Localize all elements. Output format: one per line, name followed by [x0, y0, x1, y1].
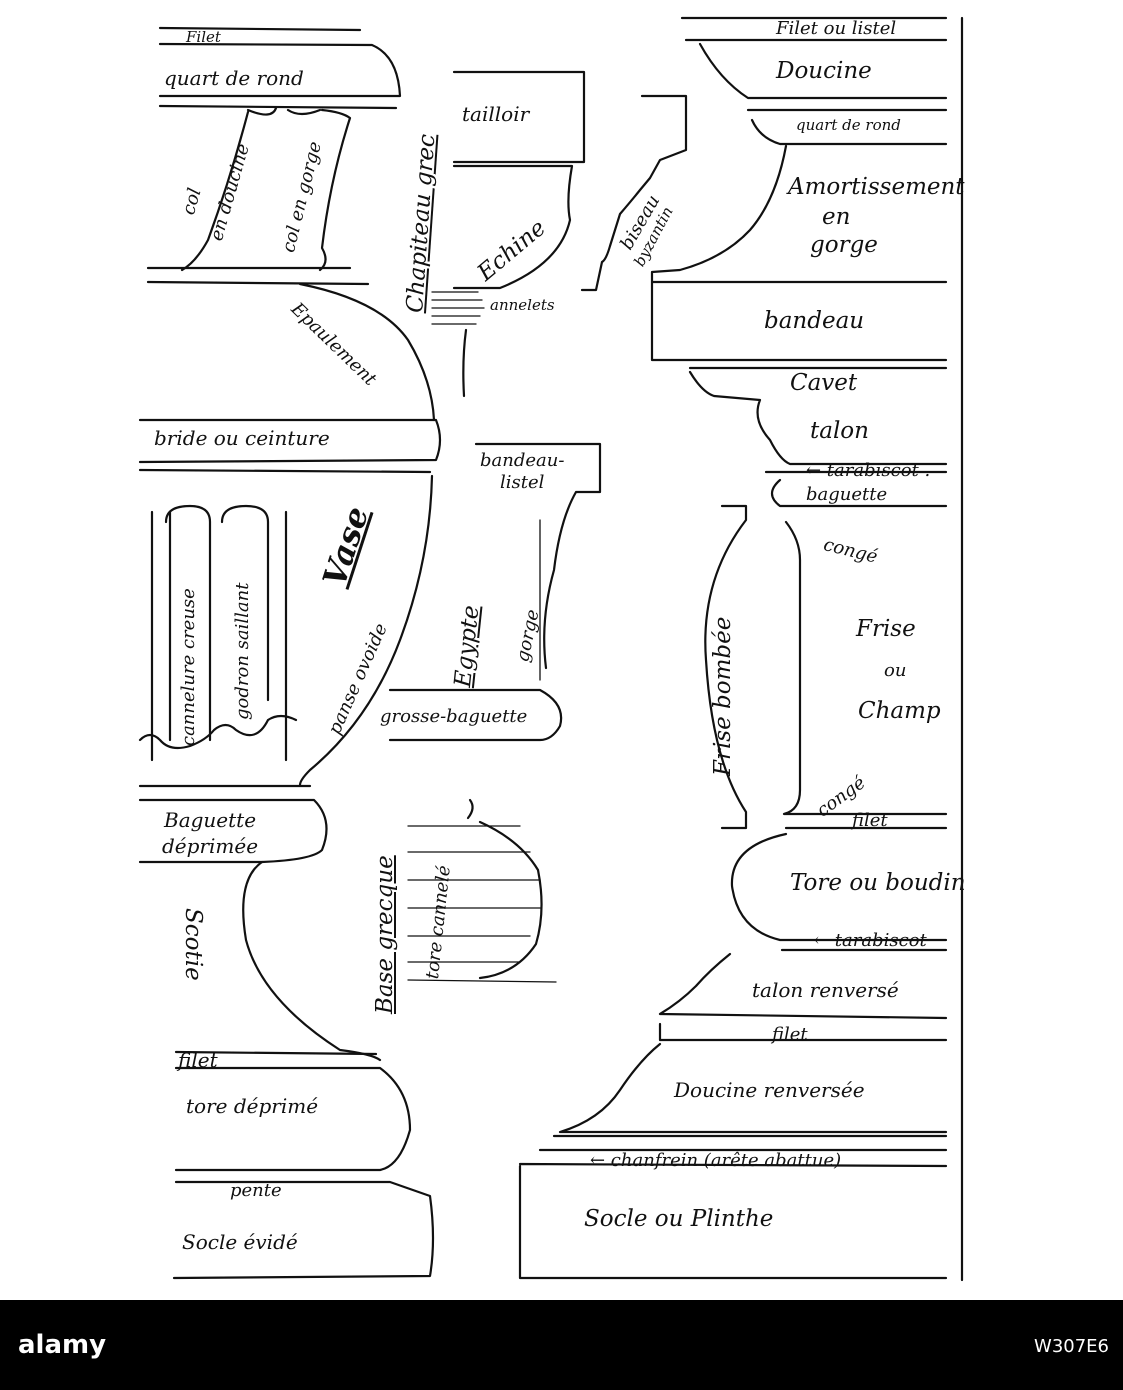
- label-frise-3: Champ: [858, 698, 941, 724]
- moulding-drawing: [138, 16, 964, 1282]
- label-baguette-deprimee-1: Baguette: [164, 808, 257, 832]
- label-grosse-baguette: grosse-baguette: [380, 706, 528, 727]
- label-socle-evide: Socle évidé: [182, 1230, 298, 1254]
- right-profile: [518, 16, 948, 1280]
- watermark-footer: [0, 1300, 1123, 1390]
- label-filet-right-2: filet: [772, 1024, 808, 1045]
- moulding-plate: Filet quart de rond col en doucine col e…: [138, 16, 966, 1282]
- label-cavet: Cavet: [790, 370, 858, 396]
- label-chanfrein: ← chanfrein (arête abattue): [590, 1150, 842, 1171]
- label-filet-ou-listel: Filet ou listel: [776, 18, 897, 39]
- label-talon-renverse: talon renversé: [752, 978, 899, 1002]
- label-frise-2: ou: [884, 660, 907, 681]
- label-amortissement-2: en: [822, 204, 851, 230]
- brand-logo: alamy: [18, 1330, 107, 1360]
- label-tarabiscot-1: ← tarabiscot .: [806, 460, 931, 481]
- label-godron: godron saillant: [232, 582, 253, 720]
- label-annelets: annelets: [490, 296, 555, 314]
- label-quart-de-rond-left: quart de rond: [164, 66, 304, 90]
- label-bandeau-listel-1: bandeau-: [480, 450, 565, 471]
- middle-profiles: [388, 70, 688, 983]
- label-pente: pente: [230, 1180, 282, 1201]
- label-bandeau-listel-2: listel: [500, 472, 545, 493]
- label-talon: talon: [810, 418, 869, 444]
- label-cannelure: cannelure creuse: [178, 588, 199, 746]
- label-tarabiscot-2: ← tarabiscot: [814, 930, 927, 951]
- label-tore-ou-boudin: Tore ou boudin: [790, 870, 966, 896]
- label-amortissement-3: gorge: [810, 232, 878, 258]
- label-scotie: Scotie: [180, 908, 206, 981]
- left-profile: [138, 26, 442, 1280]
- image-id: W307E6: [1034, 1336, 1109, 1357]
- label-baguette-deprimee-2: déprimée: [162, 834, 259, 858]
- label-tailloir: tailloir: [462, 102, 530, 126]
- label-socle-ou-plinthe: Socle ou Plinthe: [584, 1206, 774, 1232]
- label-bandeau: bandeau: [764, 308, 865, 334]
- label-frise-1: Frise: [856, 616, 916, 642]
- label-tore-deprime: tore déprimé: [186, 1094, 319, 1118]
- label-doucine: Doucine: [776, 58, 872, 84]
- label-bride: bride ou ceinture: [154, 426, 330, 450]
- label-quart-de-rond-right: quart de rond: [796, 116, 901, 134]
- label-baguette: baguette: [806, 484, 888, 505]
- label-amortissement-1: Amortissement: [788, 174, 965, 200]
- label-filet-top: Filet: [186, 28, 221, 46]
- label-filet-right: filet: [852, 810, 888, 831]
- label-frise-bombee: Frise bombée: [710, 616, 736, 776]
- label-filet-left: filet: [178, 1048, 218, 1072]
- label-doucine-renversee: Doucine renversée: [674, 1078, 865, 1102]
- label-base-grecque: Base grecque: [372, 855, 398, 1014]
